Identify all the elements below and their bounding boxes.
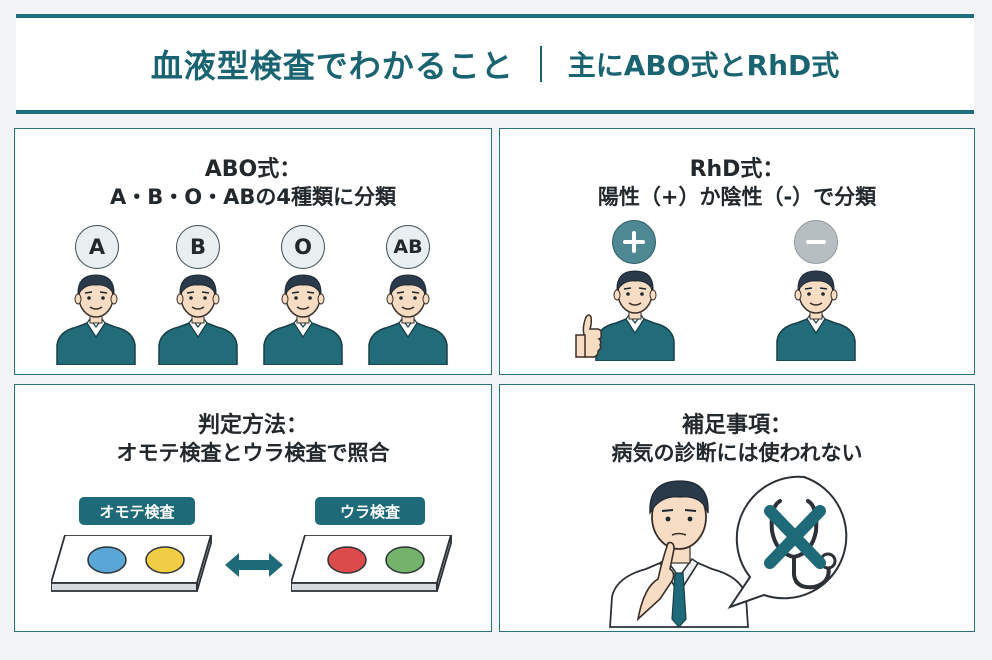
forward-well-2 bbox=[145, 546, 185, 574]
reverse-test-plate bbox=[291, 535, 452, 592]
method-heading: 判定方法： bbox=[197, 413, 308, 438]
method-subheading: オモテ検査とウラ検査で照合 bbox=[116, 441, 390, 465]
note-subheading: 病気の診断には使われない bbox=[611, 441, 863, 465]
abo-panel: ABO式： A・B・O・ABの4種類に分類 A B O AB bbox=[14, 128, 492, 375]
page-title: 血液型検査でわかること bbox=[150, 47, 514, 85]
compare-arrow-icon bbox=[225, 553, 283, 577]
doctor-thinking-icon bbox=[609, 480, 749, 628]
title-banner: 血液型検査でわかること 主にABO式とRhD式 bbox=[16, 14, 974, 114]
abo-subheading: A・B・O・ABの4種類に分類 bbox=[110, 185, 396, 209]
note-panel: 補足事項： 病気の診断には使われない bbox=[499, 384, 975, 632]
reverse-well-2 bbox=[385, 546, 425, 574]
minus-icon bbox=[794, 220, 838, 264]
person-type-o-icon bbox=[263, 274, 343, 365]
person-type-b-icon bbox=[158, 274, 238, 365]
reverse-well-1 bbox=[327, 546, 367, 574]
forward-test-label: オモテ検査 bbox=[79, 497, 195, 525]
reverse-test-label: ウラ検査 bbox=[315, 497, 425, 525]
note-heading: 補足事項： bbox=[681, 413, 792, 438]
stethoscope-crossed-icon bbox=[727, 475, 848, 609]
blood-type-ab-bubble: AB bbox=[386, 225, 430, 269]
person-type-a-icon bbox=[56, 274, 136, 365]
rhd-heading: RhD式： bbox=[689, 157, 785, 182]
person-positive-icon bbox=[595, 270, 675, 361]
thumbs-up-icon bbox=[575, 314, 602, 358]
abo-heading: ABO式： bbox=[204, 157, 302, 182]
method-panel: 判定方法： オモテ検査とウラ検査で照合 オモテ検査 ウラ検査 bbox=[14, 384, 492, 632]
blood-type-b-bubble: B bbox=[176, 225, 220, 269]
rhd-subheading: 陽性（+）か陰性（-）で分類 bbox=[597, 185, 877, 209]
person-negative-icon bbox=[776, 270, 856, 361]
plus-icon bbox=[612, 220, 656, 264]
title-divider bbox=[539, 46, 542, 82]
forward-well-1 bbox=[87, 546, 127, 574]
blood-type-a-bubble: A bbox=[75, 225, 119, 269]
blood-type-o-bubble: O bbox=[281, 225, 325, 269]
forward-test-plate bbox=[51, 535, 212, 592]
page-subtitle: 主にABO式とRhD式 bbox=[567, 49, 840, 82]
person-type-ab-icon bbox=[368, 274, 448, 365]
rhd-panel: RhD式： 陽性（+）か陰性（-）で分類 bbox=[499, 128, 975, 375]
